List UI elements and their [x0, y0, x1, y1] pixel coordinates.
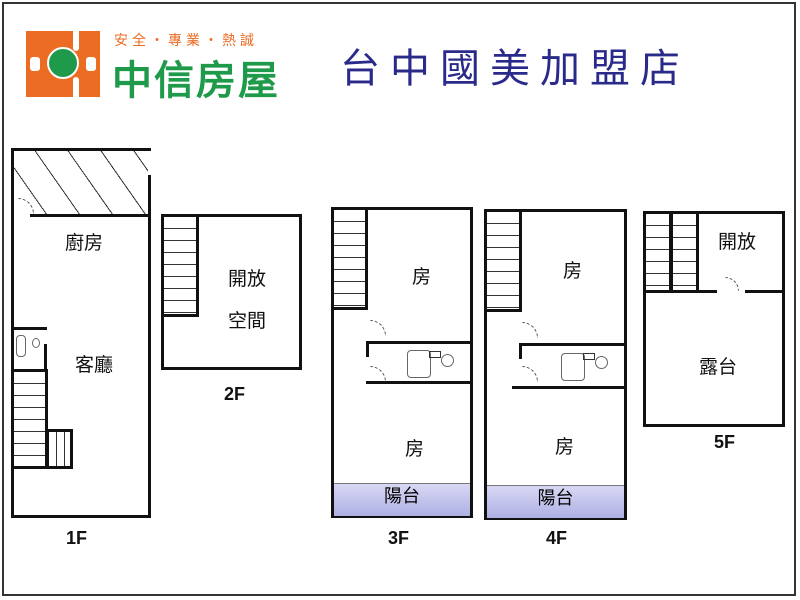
staircase-icon — [46, 429, 73, 469]
staircase-icon — [331, 207, 368, 310]
room-label: 開放 — [228, 268, 267, 290]
balcony-area: 陽台 — [487, 485, 624, 518]
sink-icon — [429, 351, 441, 358]
floor-label: 4F — [546, 528, 568, 548]
logo-mark-icon — [26, 31, 100, 97]
room-label: 廚房 — [65, 232, 104, 254]
room-label: 露台 — [699, 356, 738, 378]
bathtub-icon — [407, 350, 431, 378]
staircase-icon — [161, 214, 199, 317]
floor-label: 5F — [714, 432, 736, 452]
logo-brand-name: 中信房屋 — [112, 58, 280, 104]
room-label: 客廳 — [75, 354, 114, 376]
bathtub-icon — [16, 335, 26, 357]
staircase-icon — [484, 209, 522, 312]
hatched-area — [14, 150, 148, 214]
logo-slogan: 安全・專業・熱誠 — [114, 33, 258, 49]
bathtub-icon — [561, 353, 585, 381]
room-label: 房 — [563, 260, 583, 282]
room-label: 房 — [412, 266, 432, 288]
room-label: 房 — [405, 438, 425, 460]
sink-icon — [583, 353, 595, 360]
room-label: 空間 — [228, 310, 267, 332]
staircase-icon — [643, 211, 672, 293]
floor-label: 3F — [388, 528, 410, 548]
toilet-icon — [595, 356, 608, 369]
store-name: 台中國美加盟店 — [340, 46, 690, 92]
toilet-icon — [32, 338, 40, 348]
floor-label: 1F — [66, 528, 88, 548]
floor-label: 2F — [224, 384, 246, 404]
globe-icon — [47, 47, 79, 79]
staircase-icon — [11, 369, 48, 469]
staircase-icon — [670, 211, 699, 293]
balcony-area: 陽台 — [334, 483, 470, 516]
toilet-icon — [441, 354, 454, 367]
room-label: 開放 — [718, 231, 757, 253]
room-label: 房 — [555, 436, 575, 458]
